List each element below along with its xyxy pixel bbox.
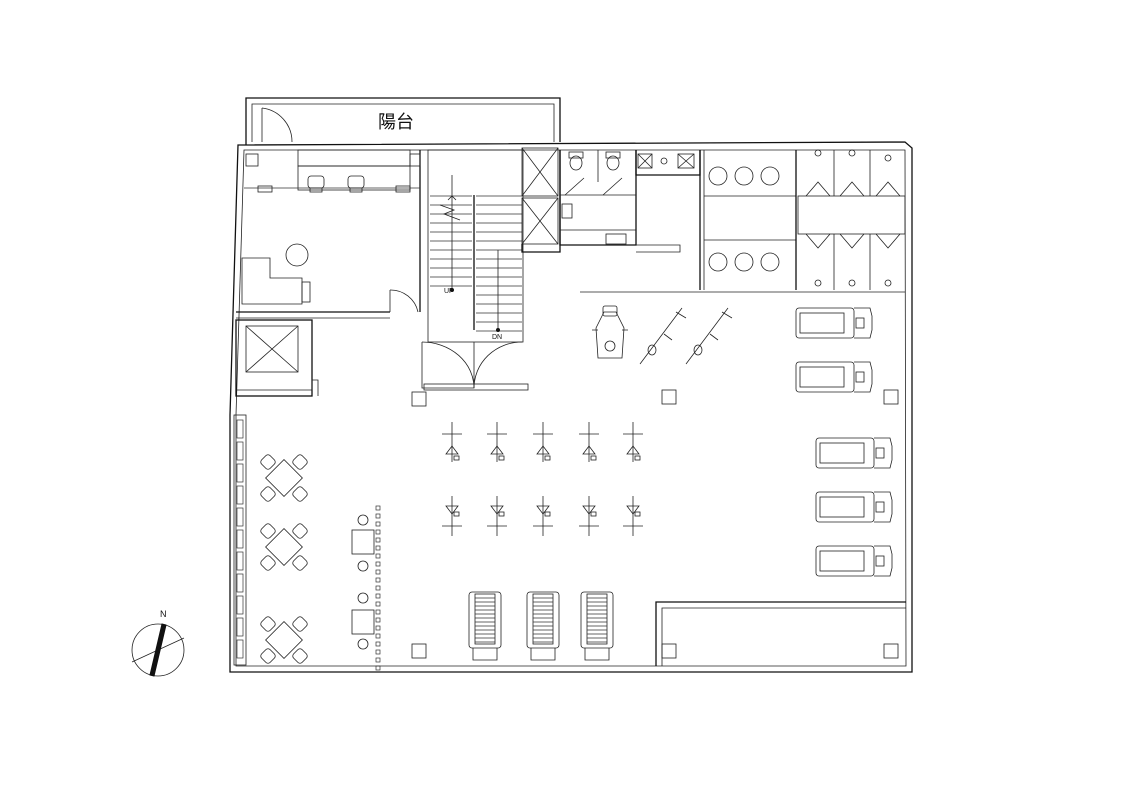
chair-icon — [260, 523, 276, 539]
window-pane — [236, 419, 244, 439]
chair-icon — [260, 648, 276, 664]
window-pane — [236, 441, 244, 461]
treadmill-icon — [580, 591, 614, 661]
shower-stalls — [797, 149, 906, 290]
table-set — [260, 454, 308, 502]
balcony-label: 陽台 — [378, 112, 414, 132]
window-pane — [236, 551, 244, 571]
front-counter — [351, 505, 381, 671]
table-set — [260, 616, 308, 664]
elevator — [235, 319, 319, 397]
toilet-icon — [605, 151, 621, 171]
stair-double-door[interactable] — [421, 341, 529, 391]
treadmill-icon — [815, 437, 893, 469]
treadmills-horizontal — [795, 307, 893, 577]
chair-icon — [292, 616, 308, 632]
stair-up-label: UP — [444, 288, 454, 295]
window-pane — [236, 485, 244, 505]
chair-icon — [292, 523, 308, 539]
stairwell — [427, 149, 524, 343]
north-arrow-icon — [131, 623, 185, 677]
treadmills-vertical — [468, 591, 614, 661]
office-chairs — [307, 175, 365, 193]
spin-bike-icon — [533, 422, 553, 462]
north-label: N — [160, 609, 167, 619]
chair-icon — [292, 486, 308, 502]
service-shafts — [521, 147, 561, 253]
treadmill-icon — [795, 361, 873, 393]
chair-icon — [292, 648, 308, 664]
treadmill-icon — [815, 491, 893, 523]
window-pane — [236, 507, 244, 527]
chair-icon — [292, 555, 308, 571]
toilet-icon — [568, 151, 584, 171]
spin-bike-icon — [579, 496, 599, 536]
window-pane — [236, 617, 244, 637]
window-pane — [236, 595, 244, 615]
spin-bikes — [442, 422, 643, 536]
spin-bike-icon — [487, 496, 507, 536]
spin-bike-icon — [442, 496, 462, 536]
treadmill-icon — [795, 307, 873, 339]
treadmill-icon — [815, 545, 893, 577]
spin-bike-icon — [579, 422, 599, 462]
table-set — [260, 523, 308, 571]
lounge-area — [260, 454, 308, 664]
rowing-machine-icon — [592, 305, 628, 359]
window-pane — [236, 573, 244, 593]
balcony-door[interactable] — [261, 107, 293, 143]
locker-room — [580, 150, 905, 293]
chair-icon — [307, 175, 325, 193]
exterior-walls — [229, 97, 913, 673]
window-strip — [233, 414, 247, 666]
stair-down-label: DN — [492, 334, 502, 341]
chair-icon — [347, 175, 365, 193]
elliptical-icon — [685, 307, 733, 365]
spin-bike-icon — [442, 422, 462, 462]
window-pane — [236, 639, 244, 659]
storage-room — [655, 601, 906, 666]
chair-icon — [292, 454, 308, 470]
spin-bike-icon — [623, 496, 643, 536]
chair-icon — [260, 486, 276, 502]
restrooms — [559, 150, 681, 253]
spin-bike-icon — [623, 422, 643, 462]
chair-icon — [260, 616, 276, 632]
chair-icon — [260, 555, 276, 571]
chair-icon — [260, 454, 276, 470]
columns — [411, 389, 899, 659]
spin-bike-icon — [533, 496, 553, 536]
window-pane — [236, 529, 244, 549]
elliptical-icon — [639, 307, 687, 365]
stools-top — [708, 166, 780, 272]
treadmill-icon — [526, 591, 560, 661]
treadmill-icon — [468, 591, 502, 661]
spin-bike-icon — [487, 422, 507, 462]
office-room — [236, 149, 421, 319]
window-pane — [236, 463, 244, 483]
